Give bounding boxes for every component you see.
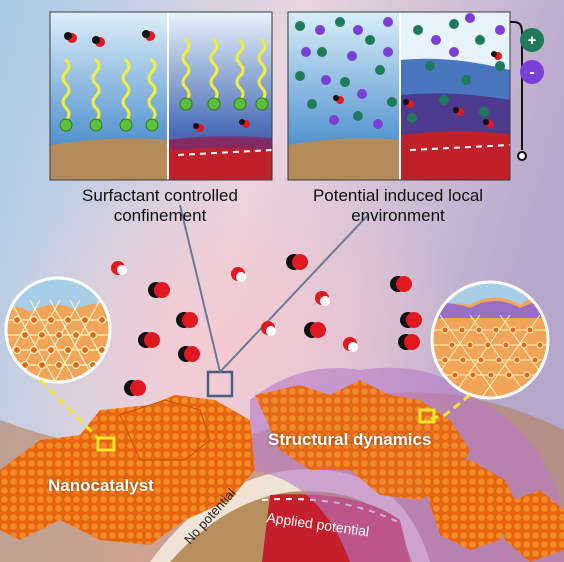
caption-surfactant-line1: Surfactant controlled	[82, 186, 238, 205]
panel-potential	[287, 11, 511, 181]
panel-surfactant	[49, 11, 273, 181]
co2-molecules	[111, 254, 422, 396]
caption-potential-line1: Potential induced local	[312, 186, 484, 205]
lattice-zoom-right	[418, 280, 550, 424]
anion-symbol: -	[529, 64, 534, 81]
circuit-wire	[510, 21, 523, 150]
caption-surfactant-line2: confinement	[113, 206, 207, 225]
structural-dynamics-label: Structural dynamics	[268, 430, 432, 449]
cation-symbol: +	[528, 32, 537, 49]
nanocatalyst-label: Nanocatalyst	[48, 476, 154, 495]
structural-dynamics-cluster	[255, 380, 564, 562]
caption-surfactant: Surfactant controlled confinement	[62, 186, 258, 226]
terminal	[517, 151, 527, 161]
caption-potential: Potential induced local environment	[296, 186, 500, 226]
nanocatalyst-cluster	[0, 395, 255, 545]
caption-potential-line2: environment	[351, 206, 445, 225]
cation-legend-icon	[520, 28, 544, 52]
anion-legend-icon	[520, 60, 544, 84]
